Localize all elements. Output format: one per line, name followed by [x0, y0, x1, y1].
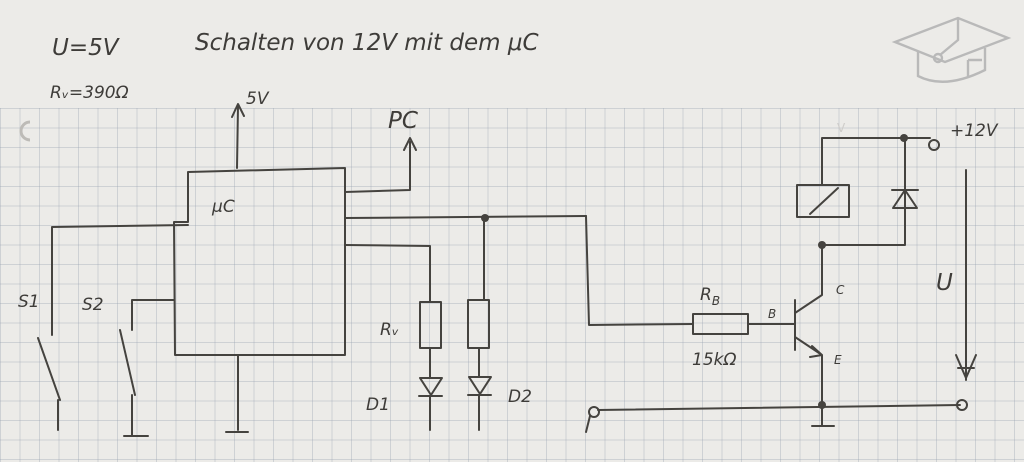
switch-s1-wire: [37, 224, 189, 431]
supply-5v-label: 5V: [246, 89, 270, 109]
ground-terminal-right: [956, 399, 968, 411]
emitter-label: E: [834, 353, 842, 367]
junction-dot-d2: [481, 214, 489, 222]
microcontroller-box: [173, 167, 346, 356]
switch-s2-label: S2: [82, 295, 104, 315]
param-voltage: U=5V: [52, 35, 121, 61]
switch-s2-wire: [119, 299, 175, 437]
header-band: [0, 0, 1024, 108]
collector-label: C: [836, 283, 845, 297]
base-terminal-label: B: [768, 307, 776, 321]
page-title: Schalten von 12V mit dem μC: [195, 30, 539, 56]
ground-rail: [597, 404, 961, 427]
d2-branch-wire: [344, 215, 587, 301]
switch-s1-label: S1: [18, 292, 40, 312]
diode-d1-label: D1: [366, 395, 390, 415]
microcontroller-label: μC: [211, 197, 235, 217]
junction-dot-ground: [818, 401, 826, 409]
supply-12v-label: +12V: [950, 121, 999, 141]
supply-12v-terminal: [928, 139, 940, 151]
diode-d2: [467, 347, 492, 431]
freewheel-diode: [891, 189, 919, 209]
relay-coil-slash: [809, 187, 839, 215]
ground-terminal-left: [588, 406, 600, 418]
junction-dot-supply: [900, 134, 908, 142]
resistor-rb: [692, 313, 749, 335]
resistor-rb-value: 15kΩ: [692, 350, 736, 370]
relay-supply-wire: [821, 137, 931, 246]
resistor-rv-label: Rᵥ: [380, 320, 399, 340]
voltage-u-arrow: [955, 169, 977, 381]
junction-dot-relay: [818, 241, 826, 249]
graduation-cap-icon: [891, 16, 1012, 83]
resistor-rv-d1: [419, 301, 442, 349]
resistor-rb-label: RB: [700, 285, 720, 308]
voltage-u-label: U: [936, 270, 953, 296]
base-wire: [585, 215, 796, 326]
diode-d1: [418, 347, 443, 431]
resistor-rv-d2: [467, 299, 490, 349]
relay-coil: [796, 184, 850, 218]
diode-d2-label: D2: [508, 387, 532, 407]
ground-terminal-left-tail: [585, 415, 591, 433]
pc-output-wire: [344, 137, 417, 193]
punch-hole-mark: [19, 120, 31, 142]
npn-transistor: [794, 247, 823, 406]
pc-label: PC: [388, 108, 418, 134]
faint-u-label: V: [837, 121, 846, 135]
supply-5v-arrow: [231, 103, 245, 169]
microcontroller-ground: [225, 354, 249, 433]
param-resistor: Rᵥ=390Ω: [50, 83, 129, 103]
d1-branch-wire: [344, 244, 431, 303]
